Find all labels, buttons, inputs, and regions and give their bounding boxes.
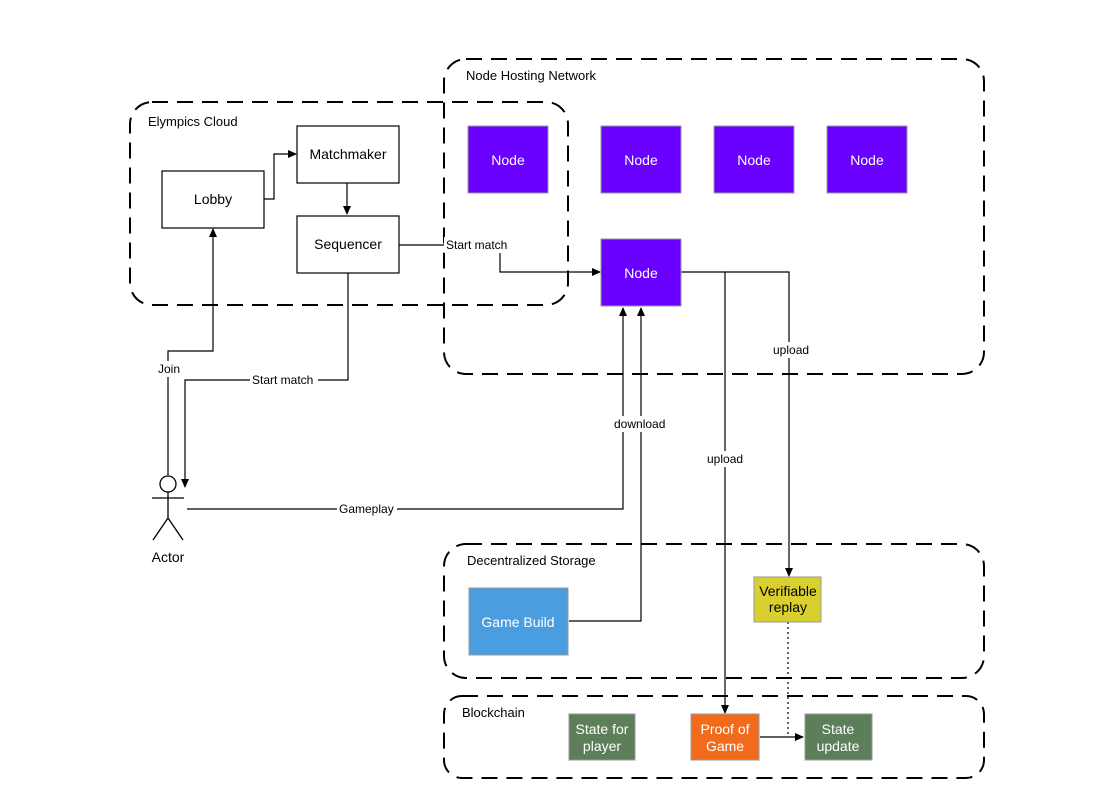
box-lobby: Lobby	[161, 170, 265, 229]
edge-node-replay	[725, 271, 793, 577]
box-label-game-build: Game Build	[481, 614, 554, 630]
box-label-state-update-1: State	[822, 721, 855, 737]
group-title-node-hosting-network: Node Hosting Network	[466, 68, 597, 83]
actor	[152, 475, 184, 541]
group-title-elympics-cloud: Elympics Cloud	[148, 114, 238, 129]
box-state-for-player: State for player	[568, 713, 636, 761]
edge-label-upload-replay: upload	[773, 343, 809, 357]
node-label-1: Node	[491, 152, 525, 168]
edge-label-start-match-node: Start match	[446, 238, 507, 252]
node-label-main: Node	[624, 265, 658, 281]
actor-head-icon	[159, 475, 177, 493]
group-elympics-cloud: Elympics Cloud	[129, 101, 569, 306]
group-title-blockchain: Blockchain	[462, 705, 525, 720]
group-title-decentralized-storage: Decentralized Storage	[467, 553, 596, 568]
box-label-verifiable-replay-2: replay	[769, 599, 807, 615]
box-game-build: Game Build	[468, 587, 569, 656]
group-node-hosting-network: Node Hosting Network	[443, 58, 985, 375]
actor-label: Actor	[152, 549, 185, 565]
box-label-lobby: Lobby	[194, 191, 232, 207]
box-label-proof-of-game-2: Game	[706, 738, 744, 754]
node-box-4: Node	[826, 125, 908, 194]
box-label-sequencer: Sequencer	[314, 236, 382, 252]
box-label-verifiable-replay-1: Verifiable	[759, 583, 817, 599]
node-label-4: Node	[850, 152, 884, 168]
box-label-matchmaker: Matchmaker	[309, 146, 386, 162]
box-label-state-update-2: update	[817, 738, 860, 754]
edge-gamebuild-node	[569, 307, 645, 622]
node-box-2: Node	[600, 125, 682, 194]
edge-actor-node	[187, 307, 627, 510]
edge-label-start-match-actor: Start match	[252, 373, 313, 387]
edge-actor-lobby	[167, 228, 217, 475]
edge-label-download: download	[614, 417, 665, 431]
node-box-1: Node	[467, 125, 549, 194]
edge-label-join: Join	[158, 362, 180, 376]
edge-label-gameplay: Gameplay	[339, 502, 394, 516]
box-matchmaker: Matchmaker	[296, 125, 400, 184]
node-label-3: Node	[737, 152, 771, 168]
node-label-2: Node	[624, 152, 658, 168]
edge-lobby-matchmaker	[264, 150, 297, 200]
box-label-proof-of-game-1: Proof of	[700, 721, 749, 737]
edge-labels: Start match Join Start match Gameplay do…	[156, 237, 811, 517]
node-box-3: Node	[713, 125, 795, 194]
box-label-state-for-player-2: player	[583, 738, 621, 754]
node-box-main: Node	[600, 238, 682, 307]
box-proof-of-game: Proof of Game	[690, 713, 760, 761]
group-decentralized-storage: Decentralized Storage	[443, 543, 985, 679]
box-label-state-for-player-1: State for	[576, 721, 629, 737]
edge-node-proofofgame	[681, 271, 729, 714]
group-blockchain: Blockchain	[443, 695, 985, 779]
box-sequencer: Sequencer	[296, 215, 400, 274]
edge-label-upload-proof: upload	[707, 452, 743, 466]
box-state-update: State update	[804, 713, 873, 761]
box-verifiable-replay: Verifiable replay	[753, 576, 822, 623]
